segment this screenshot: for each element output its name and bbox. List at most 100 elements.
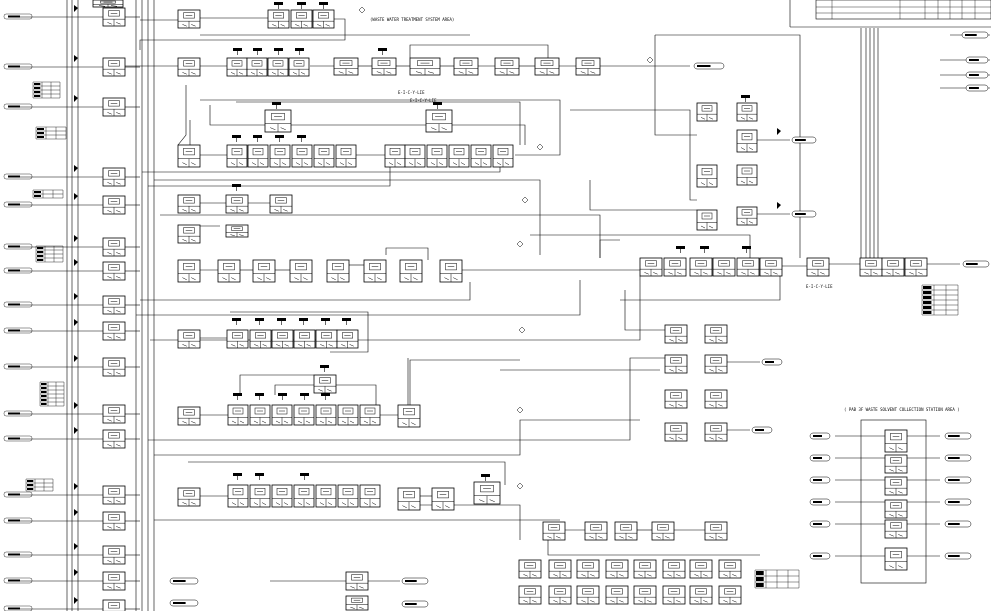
tag-marker <box>700 246 709 253</box>
block-symbol <box>107 210 112 213</box>
tag-marker <box>275 135 284 142</box>
function-block <box>326 259 350 283</box>
block-symbol <box>182 239 187 242</box>
tag-bar <box>742 246 751 249</box>
wire <box>654 35 697 136</box>
block-symbol <box>259 162 265 166</box>
input-text-mark <box>8 65 20 68</box>
block-symbol <box>107 372 112 375</box>
block-symbol <box>191 277 196 281</box>
block-symbol <box>669 369 674 372</box>
block-symbol <box>718 437 723 440</box>
tag-bar <box>378 48 387 51</box>
block-symbol <box>341 502 347 506</box>
block-symbol <box>653 272 658 275</box>
block-symbol <box>292 72 298 75</box>
block-symbol <box>718 404 723 407</box>
block-symbol <box>910 260 922 267</box>
block-symbol <box>409 148 421 156</box>
block-symbol <box>255 332 266 339</box>
function-block <box>884 499 908 519</box>
flag-icon <box>777 128 781 135</box>
function-block <box>806 257 830 277</box>
function-block <box>518 585 542 605</box>
function-block <box>246 57 268 77</box>
block-symbol <box>276 407 288 415</box>
function-block <box>473 481 501 505</box>
wire <box>154 419 640 456</box>
block-symbol <box>496 162 502 166</box>
function-block <box>102 429 126 449</box>
tag-marker <box>741 95 750 102</box>
block-symbol <box>709 404 714 407</box>
block-symbol <box>116 72 121 75</box>
block-symbol <box>403 491 415 499</box>
block-symbol <box>417 60 433 66</box>
block-symbol <box>359 586 364 589</box>
block-symbol <box>107 419 112 422</box>
block-symbol <box>709 339 714 342</box>
block-symbol <box>183 12 195 19</box>
block-symbol <box>116 22 121 25</box>
block-symbol <box>740 180 746 184</box>
terminal-text-mark <box>965 34 977 36</box>
tag-marker <box>342 318 351 325</box>
function-block <box>227 404 249 426</box>
connector-diamond <box>521 196 529 204</box>
block-symbol <box>319 420 325 424</box>
table-text-mark <box>34 91 41 93</box>
block-symbol <box>669 339 674 342</box>
tag-bar <box>278 393 287 396</box>
terminal-text-mark <box>969 59 979 61</box>
table-text-mark <box>41 399 47 401</box>
block-symbol <box>107 276 112 279</box>
terminal-text-mark <box>813 523 822 525</box>
block-symbol <box>284 344 289 347</box>
block-symbol <box>327 502 333 506</box>
wire <box>230 311 369 353</box>
block-symbol <box>377 277 382 281</box>
tag-marker <box>676 246 685 253</box>
block-symbol <box>274 209 279 212</box>
block-symbol <box>318 389 323 392</box>
flag-icon <box>74 95 78 102</box>
block-symbol <box>191 421 196 424</box>
function-block <box>576 559 600 579</box>
block-symbol <box>741 167 753 175</box>
input-text-mark <box>8 105 20 108</box>
function-block <box>291 144 313 168</box>
block-symbol <box>116 310 121 313</box>
block-symbol <box>669 437 674 440</box>
table-text-mark <box>34 95 41 97</box>
function-block <box>102 167 126 187</box>
block-symbol <box>377 60 391 66</box>
tag-marker <box>378 48 387 55</box>
block-symbol <box>703 574 708 577</box>
input-text-mark <box>8 245 20 248</box>
block-symbol <box>239 344 244 347</box>
block-symbol <box>726 272 731 275</box>
block-symbol <box>765 260 777 267</box>
block-symbol <box>732 600 737 603</box>
terminal-text-mark <box>697 65 711 67</box>
input-pill <box>3 103 33 110</box>
function-block <box>363 259 387 283</box>
block-symbol <box>445 505 450 509</box>
block-symbol <box>305 420 311 424</box>
function-block <box>177 57 201 77</box>
block-symbol <box>718 369 723 372</box>
function-block <box>696 164 718 188</box>
input-pill <box>3 363 33 370</box>
function-block <box>290 9 313 29</box>
block-symbol <box>909 272 914 275</box>
function-block <box>736 129 758 153</box>
block-symbol <box>320 344 325 347</box>
table-text-mark <box>37 251 44 253</box>
function-block <box>704 521 728 541</box>
block-symbol <box>275 502 281 506</box>
block-symbol <box>581 600 586 603</box>
block-symbol <box>703 272 708 275</box>
function-block <box>548 585 572 605</box>
terminal-text-mark <box>813 479 822 481</box>
function-block <box>102 599 126 611</box>
